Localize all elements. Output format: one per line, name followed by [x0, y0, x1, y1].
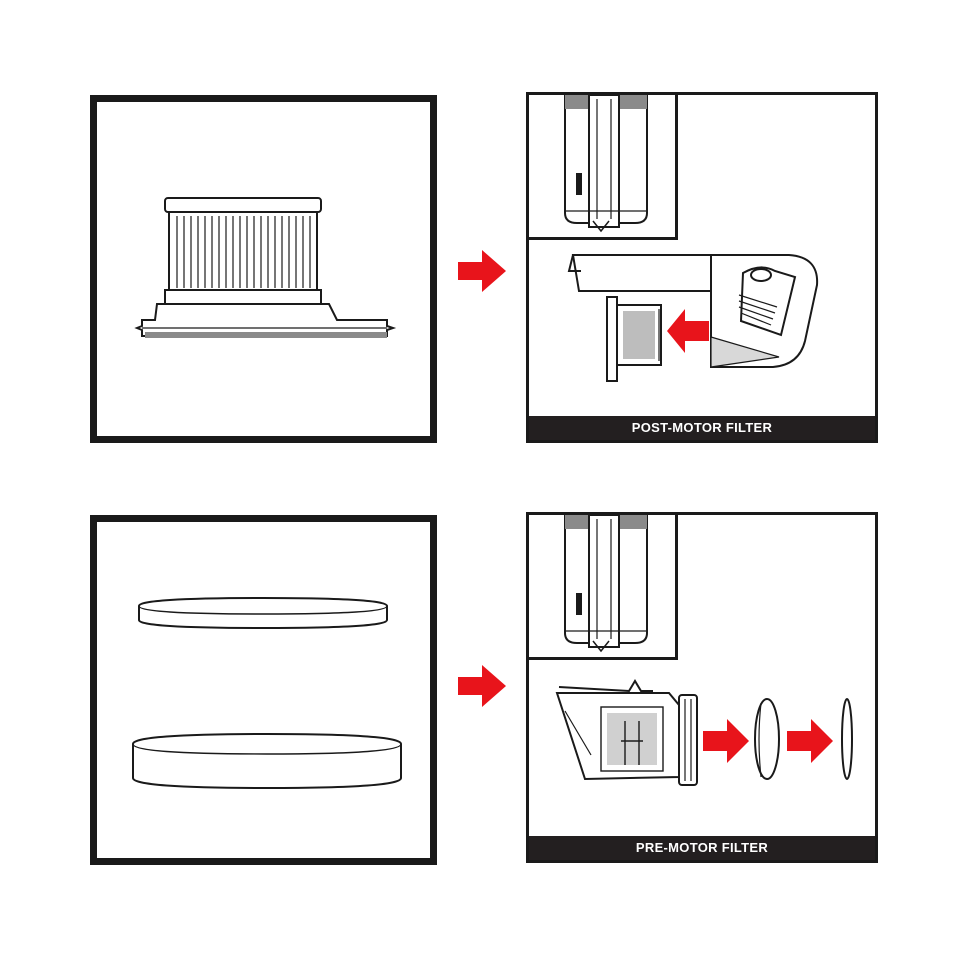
pre-motor-filter-product-panel — [90, 515, 437, 865]
post-motor-filter-product-panel — [90, 95, 437, 443]
pre-motor-filter-illustration — [132, 596, 402, 790]
post-motor-filter-instructions-panel: POST-MOTOR FILTER — [526, 92, 878, 443]
post-motor-filter-caption: POST-MOTOR FILTER — [529, 416, 875, 440]
vacuum-canister-illustration — [564, 94, 648, 233]
handheld-vacuum-illustration — [567, 254, 819, 382]
vacuum-top-view-inset — [526, 92, 678, 240]
dust-cup-filter-illustration — [555, 679, 853, 786]
vacuum-top-view-inset-2 — [526, 512, 678, 660]
vacuum-canister-illustration-2 — [564, 514, 648, 653]
pre-motor-filter-instructions-panel: PRE-MOTOR FILTER — [526, 512, 878, 863]
post-motor-filter-illustration — [134, 197, 397, 338]
pre-motor-filter-caption: PRE-MOTOR FILTER — [529, 836, 875, 860]
